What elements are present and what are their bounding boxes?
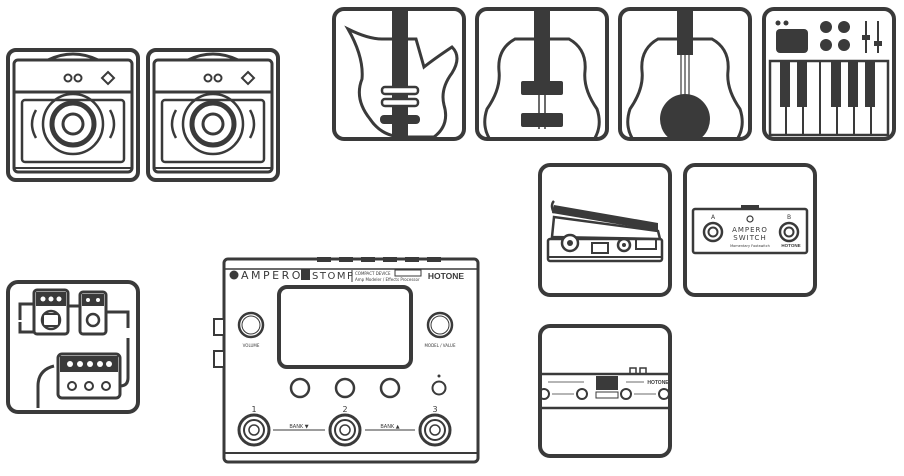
- acoustic-guitar-soundhole-icon[interactable]: [618, 7, 752, 144]
- model-badge: STOMP: [312, 271, 355, 282]
- switch-caption: Momentary Footswitch: [730, 244, 770, 248]
- volume-label: VOLUME: [243, 343, 260, 348]
- amp-combo-icon[interactable]: [146, 48, 280, 182]
- acoustic-guitar-icon[interactable]: [475, 7, 609, 141]
- rack-maker-logo: HOTONE: [647, 380, 669, 386]
- pedalboard-icon[interactable]: [6, 280, 140, 414]
- switch-label-b: B: [787, 214, 791, 221]
- parameter-button-3[interactable]: [379, 377, 401, 399]
- model-value-knob[interactable]: [426, 311, 454, 339]
- model-value-label: MODEL / VALUE: [424, 343, 456, 348]
- footswitch-3[interactable]: [418, 413, 452, 447]
- tap-led: [437, 374, 441, 378]
- switch-label-a: A: [711, 214, 716, 221]
- switch-name-line2: SWITCH: [733, 234, 766, 242]
- electric-guitar-icon[interactable]: [332, 7, 466, 141]
- bank-up-label: BANK ▲: [380, 424, 399, 430]
- brand-logo: AMPERO: [241, 269, 303, 282]
- volume-knob[interactable]: [237, 311, 265, 339]
- rack-processor-icon[interactable]: HOTONE: [534, 324, 676, 458]
- device-description-line1: COMPACT DEVICE: [355, 271, 391, 276]
- switch-maker-logo: HOTONE: [781, 243, 800, 248]
- footswitch-1-label: 1: [251, 405, 256, 414]
- maker-logo: HOTONE: [428, 271, 465, 281]
- switch-name-line1: AMPERO: [732, 226, 768, 234]
- midi-keyboard-icon[interactable]: [762, 7, 896, 141]
- footswitch-icon[interactable]: A B AMPERO SWITCH Momentary Footswitch H…: [683, 163, 817, 297]
- expression-pedal-icon[interactable]: [538, 163, 672, 297]
- multi-effects-processor-icon[interactable]: AMPERO STOMP COMPACT DEVICE Amp Modeler …: [213, 257, 480, 464]
- footswitch-2[interactable]: [328, 413, 362, 447]
- bank-down-label: BANK ▼: [289, 424, 308, 430]
- tap-button[interactable]: [431, 380, 447, 396]
- parameter-button-1[interactable]: [289, 377, 311, 399]
- device-description-line2: Amp Modeler / Effects Processor: [355, 277, 420, 282]
- footswitch-1[interactable]: [237, 413, 271, 447]
- parameter-button-2[interactable]: [334, 377, 356, 399]
- footswitch-2-label: 2: [342, 405, 347, 414]
- amp-combo-icon[interactable]: [6, 48, 140, 182]
- footswitch-3-label: 3: [432, 405, 437, 414]
